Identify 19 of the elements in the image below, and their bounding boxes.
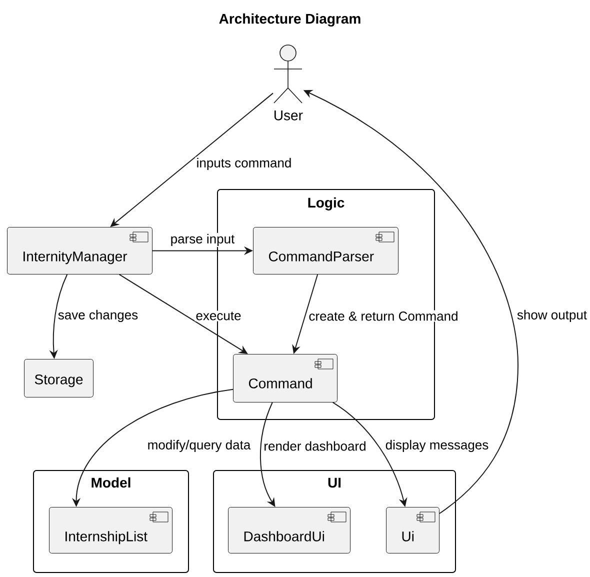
component-box: DashboardUi	[228, 506, 350, 554]
component-box: Command	[233, 354, 338, 402]
component-box: CommandParser	[253, 226, 398, 274]
actor: User	[274, 44, 303, 120]
component-box: Ui	[386, 506, 440, 554]
component-box: InternshipList	[49, 506, 172, 554]
edge-label: execute	[194, 310, 242, 322]
edge-label: modify/query data	[146, 438, 252, 454]
edge-label: render dashboard	[262, 440, 368, 452]
edge-label: create & return Command	[308, 310, 460, 322]
component-box: Storage	[24, 358, 94, 398]
edge-label: parse input	[169, 232, 236, 248]
edge-label: show output	[516, 308, 588, 324]
diagram-title: Architecture Diagram	[219, 13, 360, 27]
edge-label: display messages	[384, 438, 490, 454]
component-box: InternityManager	[7, 226, 152, 274]
node-label: User	[274, 110, 303, 120]
edge-label: save changes	[56, 308, 140, 324]
edge-label: inputs command	[195, 156, 293, 172]
